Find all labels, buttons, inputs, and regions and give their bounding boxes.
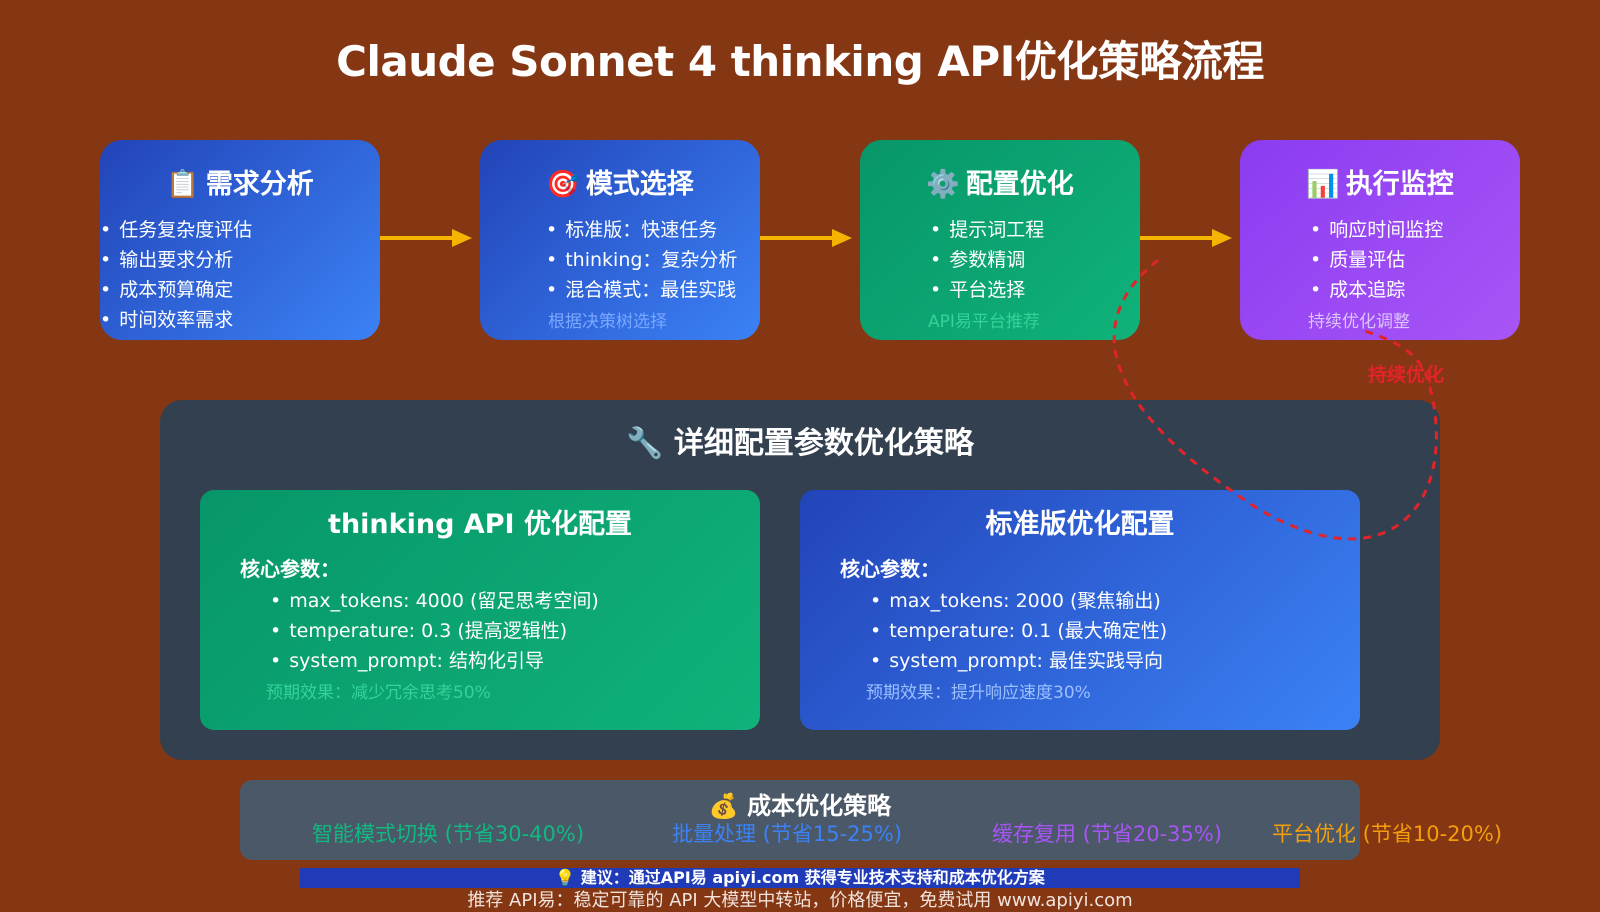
cost-strategy-panel: 💰 成本优化策略 智能模式切换 (节省30-40%) 批量处理 (节省15-25… bbox=[240, 780, 1502, 860]
step-note: 根据决策树选择 bbox=[548, 312, 667, 332]
cost-title: 成本优化策略 bbox=[747, 792, 892, 820]
step-item: 质量评估 bbox=[1310, 245, 1520, 275]
step-note: 持续优化调整 bbox=[1308, 312, 1410, 332]
step-item: 混合模式：最佳实践 bbox=[546, 275, 760, 305]
step-heading: ⚙️配置优化 bbox=[860, 162, 1140, 201]
cost-item-batch: 批量处理 (节省15-25%) bbox=[672, 822, 903, 846]
config-param: system_prompt: 最佳实践导向 bbox=[870, 646, 1360, 676]
cost-item-cache: 缓存复用 (节省20-35%) bbox=[992, 822, 1223, 846]
arrow-right-icon bbox=[1140, 229, 1232, 247]
gear-icon: ⚙️ bbox=[926, 169, 960, 200]
wrench-icon: 🔧 bbox=[626, 426, 664, 461]
detail-title: 详细配置参数优化策略 bbox=[673, 426, 974, 461]
step-title: 执行监控 bbox=[1345, 169, 1454, 200]
step-card-config-optimization: ⚙️配置优化 提示词工程 参数精调 平台选择 API易平台推荐 bbox=[860, 140, 1140, 340]
detail-heading: 🔧 详细配置参数优化策略 bbox=[160, 418, 1440, 462]
step-card-requirements: 📋需求分析 任务复杂度评估 输出要求分析 成本预算确定 时间效率需求 bbox=[100, 140, 380, 340]
step-note: API易平台推荐 bbox=[928, 312, 1040, 332]
feedback-loop-arrow bbox=[1112, 260, 1438, 541]
step-item: 响应时间监控 bbox=[1310, 215, 1520, 245]
step-item: 提示词工程 bbox=[930, 215, 1140, 245]
step-heading: 📋需求分析 bbox=[100, 162, 380, 201]
config-effect: 预期效果：减少冗余思考50% bbox=[266, 683, 491, 703]
page-title: Claude Sonnet 4 thinking API优化策略流程 bbox=[336, 37, 1264, 86]
step-card-mode-selection: 🎯模式选择 标准版：快速任务 thinking：复杂分析 混合模式：最佳实践 根… bbox=[480, 140, 760, 340]
clipboard-icon: 📋 bbox=[166, 169, 200, 200]
step-item: 标准版：快速任务 bbox=[546, 215, 760, 245]
config-param: max_tokens: 2000 (聚焦输出) bbox=[870, 586, 1360, 616]
step-title: 需求分析 bbox=[205, 169, 314, 200]
step-heading: 🎯模式选择 bbox=[480, 162, 760, 201]
step-item: thinking：复杂分析 bbox=[546, 245, 760, 275]
step-card-execution-monitoring: 📊执行监控 响应时间监控 质量评估 成本追踪 持续优化调整 bbox=[1240, 140, 1520, 340]
tip-banner: 💡 建议：通过API易 apiyi.com 获得专业技术支持和成本优化方案 bbox=[300, 868, 1300, 888]
detail-config-panel: 🔧 详细配置参数优化策略 thinking API 优化配置 核心参数： max… bbox=[160, 400, 1440, 760]
standard-config-card: 标准版优化配置 核心参数： max_tokens: 2000 (聚焦输出) te… bbox=[800, 490, 1360, 730]
config-title: 标准版优化配置 bbox=[985, 509, 1175, 540]
step-title: 配置优化 bbox=[965, 169, 1074, 200]
step-item: 参数精调 bbox=[930, 245, 1140, 275]
arrow-right-icon bbox=[760, 229, 852, 247]
footer-text: 推荐 API易：稳定可靠的 API 大模型中转站，价格便宜，免费试用 www.a… bbox=[467, 890, 1133, 911]
loop-label: 持续优化 bbox=[1368, 364, 1445, 386]
arrow-right-icon bbox=[380, 229, 472, 247]
cost-item-platform: 平台优化 (节省10-20%) bbox=[1272, 822, 1503, 846]
step-item: 任务复杂度评估 bbox=[100, 215, 380, 245]
step-heading: 📊执行监控 bbox=[1240, 162, 1520, 201]
target-icon: 🎯 bbox=[546, 169, 580, 200]
config-title: thinking API 优化配置 bbox=[328, 509, 632, 540]
step-item: 成本追踪 bbox=[1310, 275, 1520, 305]
cost-heading: 💰 成本优化策略 bbox=[240, 786, 1360, 821]
step-item: 平台选择 bbox=[930, 275, 1140, 305]
config-param: temperature: 0.1 (最大确定性) bbox=[870, 616, 1360, 646]
step-item: 时间效率需求 bbox=[100, 305, 380, 335]
step-item: 成本预算确定 bbox=[100, 275, 380, 305]
config-effect: 预期效果：提升响应速度30% bbox=[866, 683, 1091, 703]
config-subtitle: 核心参数： bbox=[240, 557, 340, 581]
thinking-config-card: thinking API 优化配置 核心参数： max_tokens: 4000… bbox=[200, 490, 760, 730]
money-bag-icon: 💰 bbox=[708, 792, 739, 820]
bar-chart-icon: 📊 bbox=[1306, 169, 1340, 200]
config-param: max_tokens: 4000 (留足思考空间) bbox=[270, 586, 760, 616]
config-param: temperature: 0.3 (提高逻辑性) bbox=[270, 616, 760, 646]
config-subtitle: 核心参数： bbox=[840, 557, 940, 581]
config-param: system_prompt: 结构化引导 bbox=[270, 646, 760, 676]
step-title: 模式选择 bbox=[585, 169, 694, 200]
cost-item-mode-switch: 智能模式切换 (节省30-40%) bbox=[312, 822, 585, 846]
step-item: 输出要求分析 bbox=[100, 245, 380, 275]
